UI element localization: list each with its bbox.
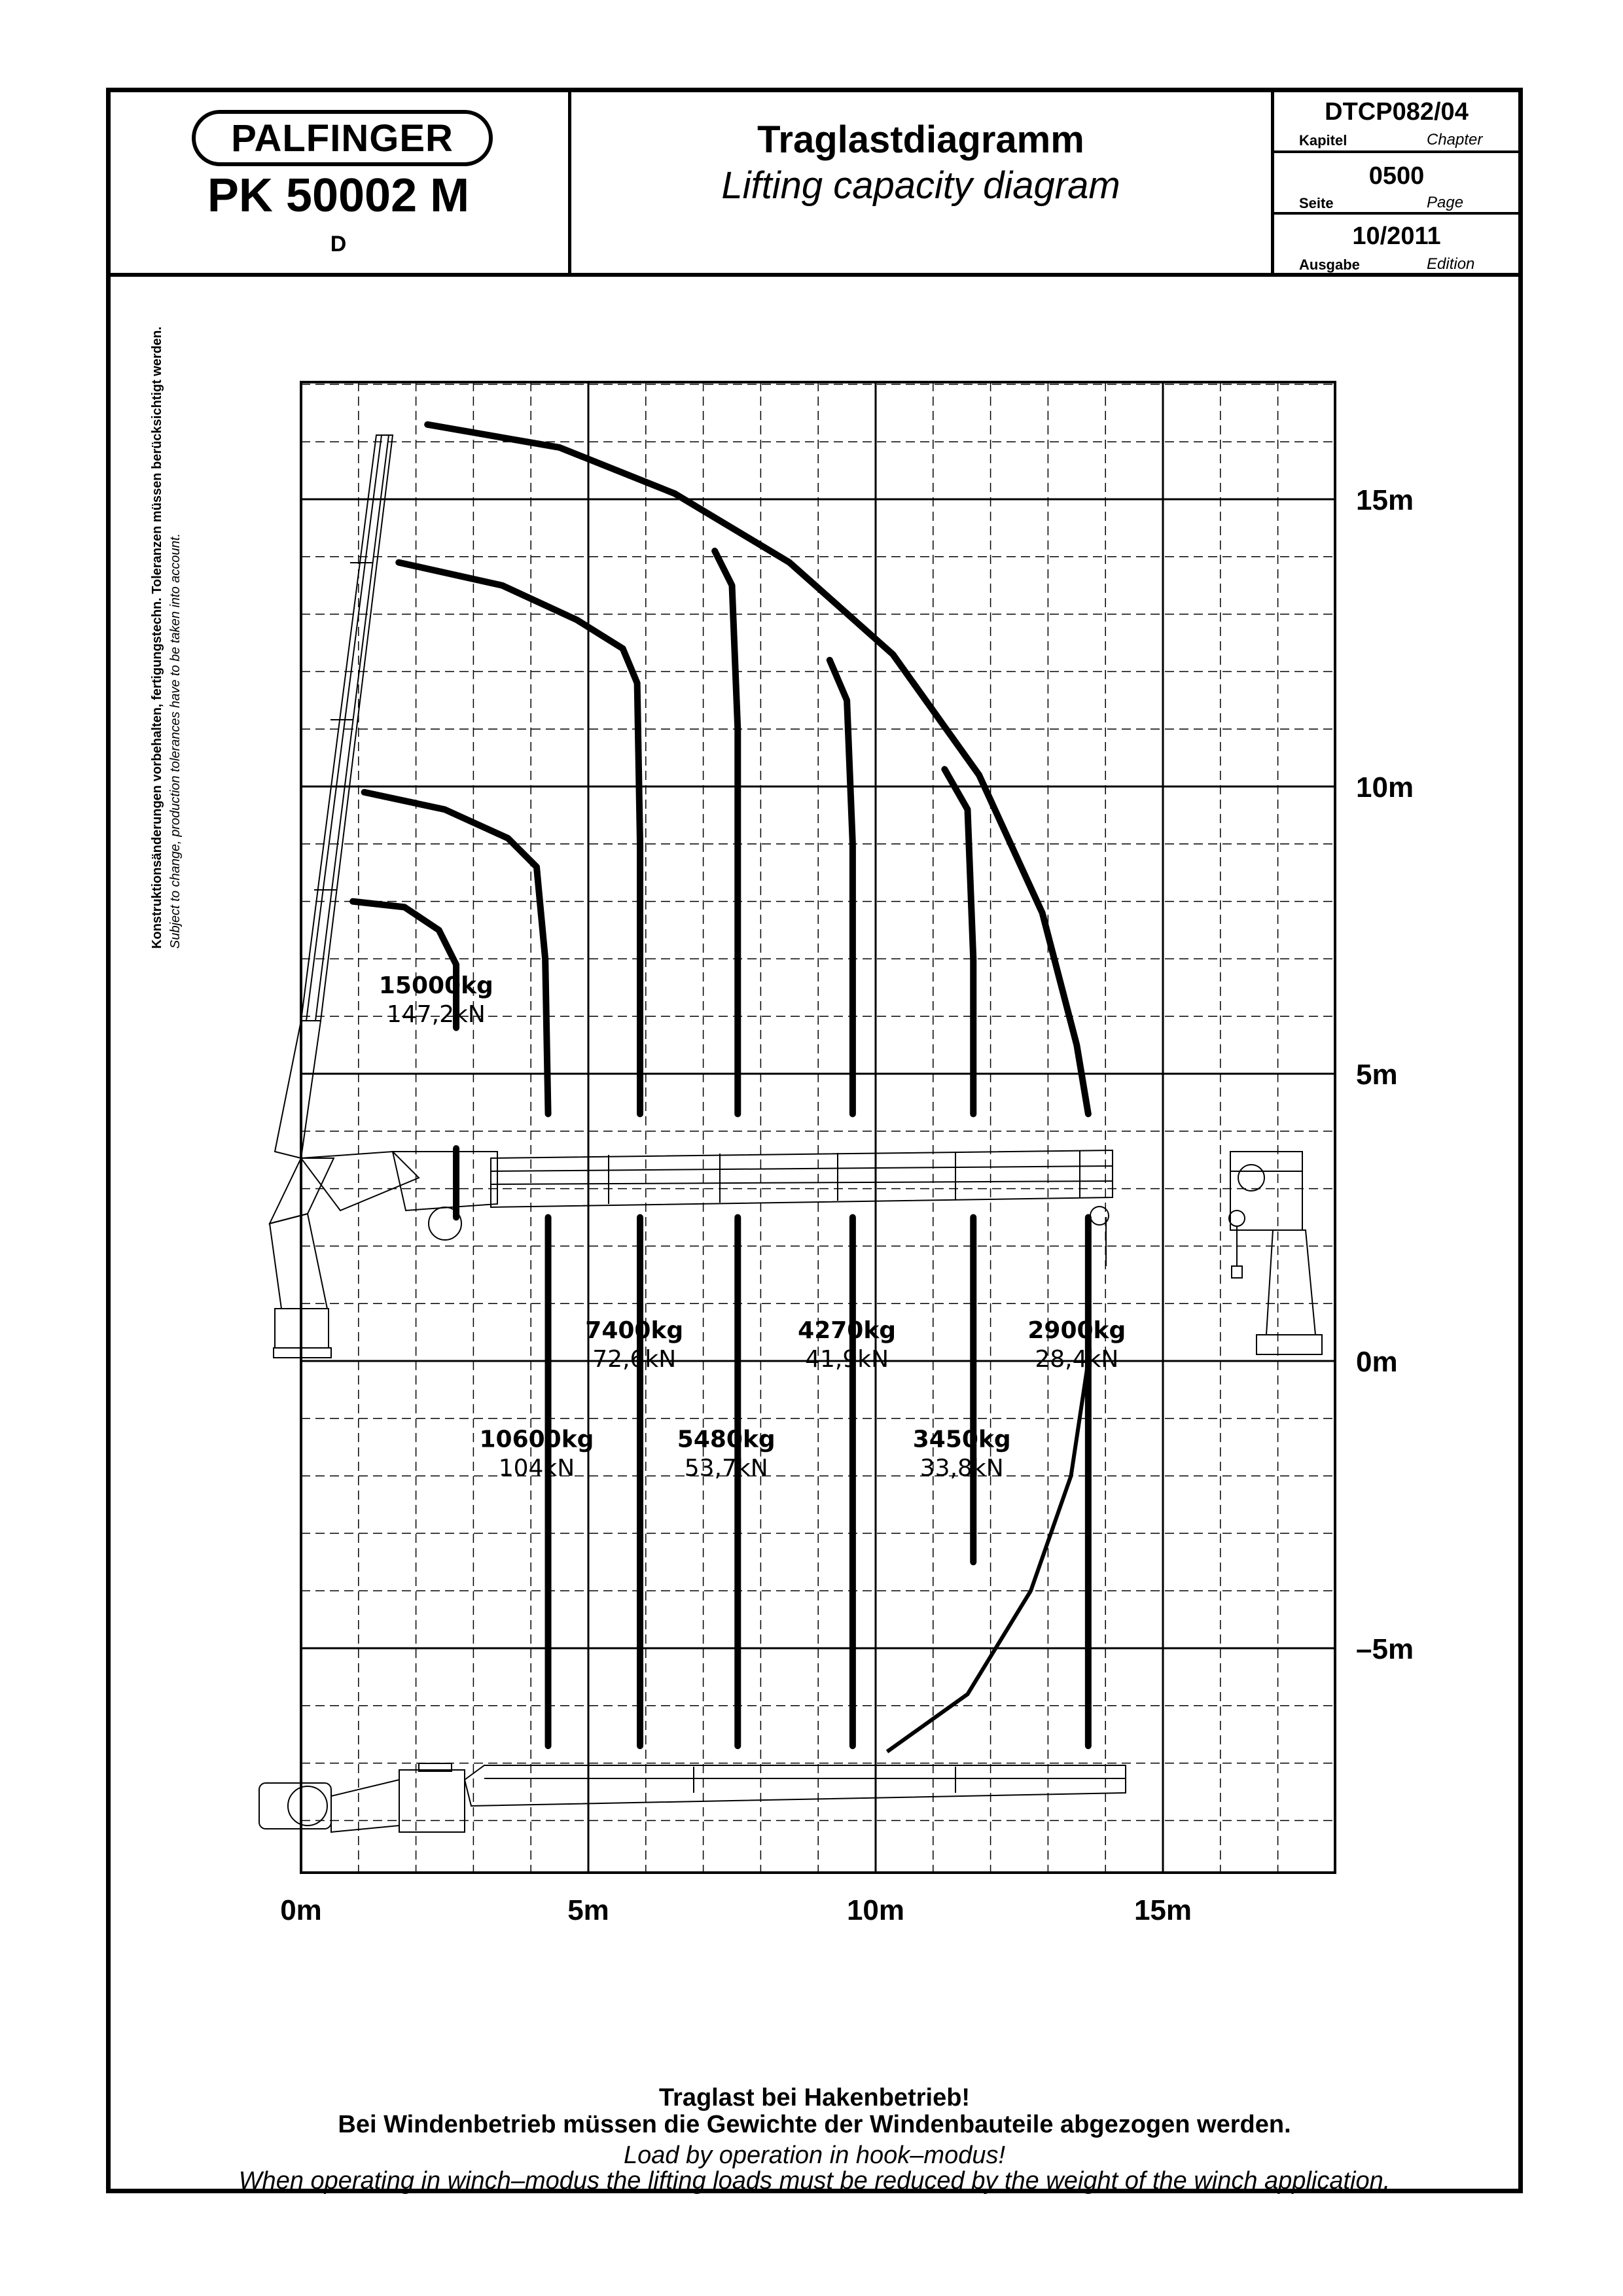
title-german: Traglastdiagramm — [757, 118, 1084, 161]
header-block — [106, 88, 1523, 277]
capacity-label-kn: 41,9kN — [805, 1346, 889, 1373]
chapter-value: DTCP082/04 — [1325, 98, 1469, 126]
crane-side-view-drawing — [1228, 1151, 1323, 1355]
edition-label-en: Edition — [1427, 255, 1475, 273]
chapter-label-en: Chapter — [1427, 131, 1483, 149]
crane-raised-drawing — [274, 434, 394, 1159]
capacity-label-kg: 3450kg — [913, 1426, 1011, 1453]
model-name: PK 50002 M — [207, 169, 470, 222]
y-tick-label: 15m — [1356, 484, 1414, 516]
y-tick-label: 0m — [1356, 1346, 1398, 1378]
variant-label: D — [330, 232, 347, 256]
capacity-curve-upper — [349, 898, 460, 1031]
footer-note-1-de: Traglast bei Hakenbetrieb! — [658, 2084, 971, 2111]
edition-label-de: Ausgabe — [1299, 256, 1360, 273]
header-column-divider-2 — [1271, 88, 1274, 277]
capacity-label-kn: 33,8kN — [920, 1455, 1004, 1482]
capacity-label-kn: 72,6kN — [592, 1346, 676, 1373]
title-english: Lifting capacity diagram — [721, 164, 1120, 207]
capacity-label-kg: 15000kg — [379, 972, 493, 999]
x-tick-label: 0m — [280, 1894, 322, 1926]
footer-note-2-en: When operating in winch–modus the liftin… — [238, 2167, 1391, 2195]
y-tick-label: 10m — [1356, 771, 1414, 804]
grid — [300, 381, 1336, 1874]
crane-drawings — [259, 434, 1323, 1833]
crane-horizontal-drawing — [268, 1149, 1113, 1358]
capacity-curve-upper — [395, 559, 644, 1118]
capacity-label-kn: 53,7kN — [685, 1455, 768, 1482]
capacity-curve-upper — [941, 766, 977, 1118]
x-tick-label: 10m — [847, 1894, 904, 1926]
capacity-envelope-lower — [885, 1360, 1090, 1754]
capacity-curve-upper — [826, 656, 856, 1118]
y-tick-label: –5m — [1356, 1633, 1414, 1665]
page-label-de: Seite — [1299, 195, 1334, 211]
page-frame — [106, 88, 1523, 2193]
capacity-label-kg: 2900kg — [1027, 1317, 1126, 1344]
page-value: 0500 — [1368, 162, 1425, 190]
x-tick-label: 15m — [1134, 1894, 1192, 1926]
capacity-label-kg: 7400kg — [585, 1317, 683, 1344]
y-tick-label: 5m — [1356, 1059, 1398, 1091]
header-column-divider-1 — [568, 88, 571, 277]
x-tick-label: 5m — [567, 1894, 609, 1926]
edition-value: 10/2011 — [1352, 222, 1441, 250]
plot-border — [300, 381, 1336, 1874]
footer-note-1-en: Load by operation in hook–modus! — [623, 2142, 1006, 2169]
capacity-curve-upper — [711, 548, 741, 1118]
capacity-curve-upper — [424, 421, 1092, 1118]
capacity-label-kg: 5480kg — [677, 1426, 776, 1453]
chapter-label-de: Kapitel — [1299, 132, 1347, 149]
axis-ticks: 0m 5m 10m 15m 15m 10m 5m 0m –5m — [280, 484, 1414, 1926]
capacity-label-kg: 4270kg — [798, 1317, 896, 1344]
capacity-curve-upper — [361, 788, 552, 1118]
header-meta-divider-2 — [1271, 212, 1523, 215]
footer-note-2-de: Bei Windenbetrieb müssen die Gewichte de… — [338, 2111, 1291, 2138]
capacity-label-kn: 28,4kN — [1035, 1346, 1118, 1373]
page-label-en: Page — [1427, 194, 1464, 211]
capacity-label-kn: 147,2kN — [387, 1001, 486, 1028]
header-divider — [106, 273, 1523, 277]
capacity-label-kn: 104kN — [499, 1455, 575, 1482]
header-meta-divider-1 — [1271, 150, 1523, 153]
capacity-label-kg: 10600kg — [479, 1426, 594, 1453]
capacity-curves — [349, 421, 1092, 1754]
brand-logo: PALFINGER — [192, 110, 493, 166]
crane-stowed-drawing — [259, 1763, 1126, 1833]
